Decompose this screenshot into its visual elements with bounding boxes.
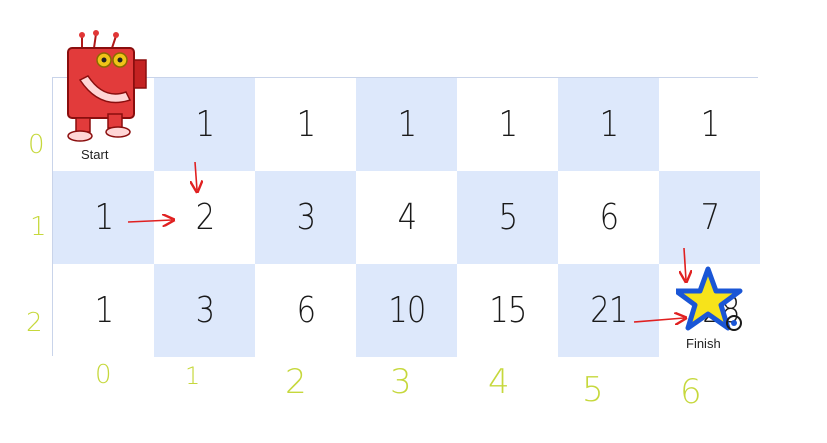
board-cell[interactable]: 4 xyxy=(356,171,457,264)
board-cell[interactable]: 1 xyxy=(154,78,255,171)
board-cell[interactable]: 2 xyxy=(154,171,255,264)
cell-value: 1 xyxy=(599,104,618,145)
board-cell[interactable]: 10 xyxy=(356,264,457,357)
column-label: 6 xyxy=(680,372,702,412)
cell-value: 1 xyxy=(397,104,416,145)
cell-value: 1 xyxy=(498,104,517,145)
board-cell[interactable]: 3 xyxy=(154,264,255,357)
finish-caption: Finish xyxy=(686,336,721,351)
column-label: 5 xyxy=(582,370,604,410)
cell-value: 1 xyxy=(296,104,315,145)
column-label: 4 xyxy=(488,362,510,402)
cell-value: 21 xyxy=(589,290,628,331)
cell-value: 1 xyxy=(700,104,719,145)
board-cell[interactable]: 5 xyxy=(457,171,558,264)
cell-value: 15 xyxy=(488,290,527,331)
game-board: 1 1 1 1 1 1 1 2 3 4 5 6 7 1 3 6 10 15 21… xyxy=(52,77,760,357)
cell-value: 1 xyxy=(94,290,113,331)
column-label: 2 xyxy=(285,362,307,402)
board-cell[interactable]: 1 xyxy=(558,78,659,171)
board-cell[interactable]: 1 xyxy=(356,78,457,171)
column-label: 1 xyxy=(185,362,201,390)
board-cell[interactable]: 1 xyxy=(659,78,760,171)
board-cell[interactable]: 1 xyxy=(255,78,356,171)
robot-icon xyxy=(67,30,147,142)
cell-value: 1 xyxy=(94,197,113,238)
cell-value: 10 xyxy=(387,290,426,331)
board-cell[interactable]: 7 xyxy=(659,171,760,264)
cell-value: 2 xyxy=(195,197,214,238)
cell-value: 6 xyxy=(599,197,618,238)
cell-value: 6 xyxy=(296,290,315,331)
cell-value: 5 xyxy=(498,197,517,238)
board-cell[interactable]: 6 xyxy=(255,264,356,357)
board-cell[interactable]: 15 xyxy=(457,264,558,357)
board-cell[interactable]: 1 xyxy=(53,264,154,357)
row-label: 2 xyxy=(26,308,43,338)
cell-value: 3 xyxy=(296,197,315,238)
row-label: 1 xyxy=(30,212,47,242)
cell-value: 1 xyxy=(195,104,214,145)
cell-value: 3 xyxy=(195,290,214,331)
star-icon xyxy=(676,266,743,331)
start-caption: Start xyxy=(81,147,109,162)
board-cell[interactable]: 1 xyxy=(457,78,558,171)
column-label: 0 xyxy=(95,360,112,390)
column-label: 3 xyxy=(390,362,412,402)
row-label: 0 xyxy=(28,130,45,160)
board-cell[interactable]: 1 xyxy=(53,171,154,264)
board-cell[interactable]: 21 xyxy=(558,264,659,357)
cell-value: 4 xyxy=(397,197,416,238)
board-cell[interactable]: 6 xyxy=(558,171,659,264)
cell-value: 7 xyxy=(700,197,719,238)
board-cell[interactable]: 3 xyxy=(255,171,356,264)
